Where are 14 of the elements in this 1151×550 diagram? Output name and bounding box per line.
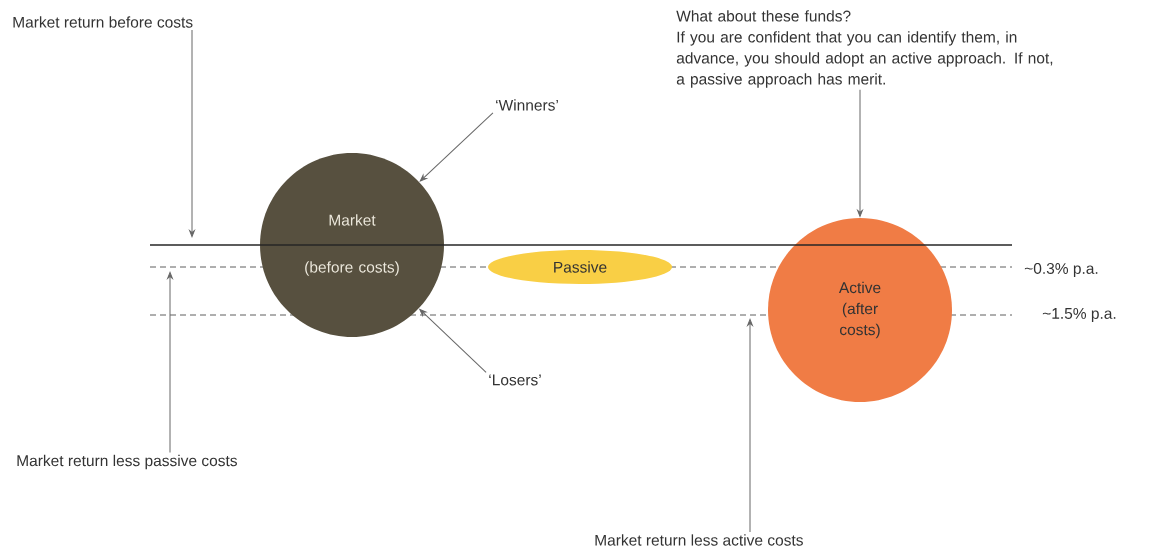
annotation-text: Market return less active costs: [595, 534, 803, 546]
arrow: [419, 308, 487, 373]
arrow: [419, 112, 494, 182]
arrow: [857, 89, 863, 217]
rate-label: ~1.5% p.a.: [1042, 308, 1116, 322]
rate-label: ~0.3% p.a.: [1024, 263, 1098, 277]
arrow: [747, 318, 753, 533]
annotation-text: ‘Winners’: [496, 99, 558, 111]
annotation-text: Market return before costs: [13, 16, 193, 28]
annotation-text: ‘Losers’: [489, 374, 541, 386]
question-text: What about these funds? If you are confident that you can identify them, in advance, you should adopt an active approach. If not, a passive approach has merit.: [676, 10, 1053, 88]
arrow: [167, 271, 173, 454]
annotation-text: Market return less passive costs: [17, 454, 237, 470]
arrow: [189, 29, 195, 238]
